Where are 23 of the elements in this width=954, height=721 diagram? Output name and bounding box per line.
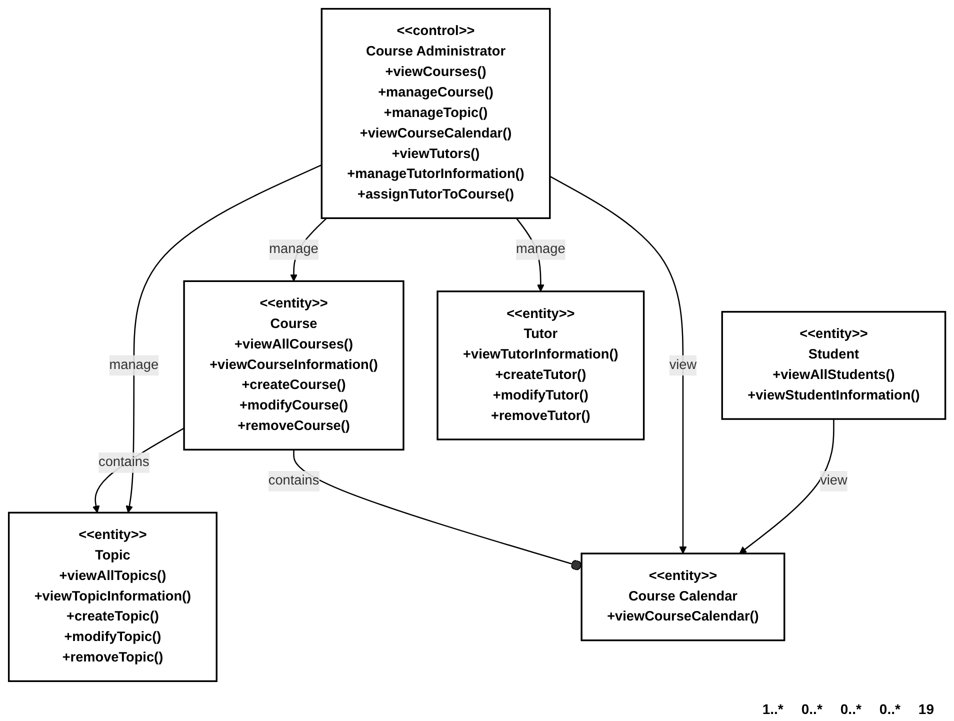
multiplicity-label: 0..* (801, 701, 822, 717)
multiplicity-label: 0..* (879, 701, 900, 717)
edge-label: view (669, 358, 697, 372)
arrow (550, 176, 687, 554)
node-box: <<entity>> Student +viewAllStudents() +viewStudentInformation() (721, 310, 946, 420)
edge-label: contains (98, 454, 150, 470)
arrow (739, 419, 834, 554)
node-box: <<entity>> Course Calendar +viewCourseCalendar() (580, 552, 786, 642)
multiplicity-label: 1..* (762, 701, 784, 717)
arrow (126, 164, 322, 513)
connector (293, 450, 582, 570)
multiplicity-label: 19 (918, 701, 934, 717)
arrow (92, 428, 184, 513)
multiplicity-label: 0..* (840, 701, 862, 717)
edge-label: manage (269, 242, 318, 256)
node-box: <<control>> Course Administrator +viewCourses() +manageCourse() +manageTopic() +viewCourseCalendar() +viewTutors() +manageTutorInformation() +assignTutorToCourse() (320, 8, 551, 220)
edge-label: manage (109, 358, 158, 372)
edge-label: contains (268, 474, 320, 488)
node-box: <<entity>> Tutor +viewTutorInformation() +createTutor() +modifyTutor() +removeTutor() (436, 290, 645, 440)
node-box: <<entity>> Topic +viewAllTopics() +viewTopicInformation() +createTopic() +modifyTopic() +removeTopic() (8, 512, 218, 682)
edge-label: view (820, 474, 848, 488)
edge-label: manage (516, 242, 566, 256)
node-box: <<entity>> Course +viewAllCourses() +viewCourseInformation() +createCourse() +modifyCourse() +removeCourse() (183, 280, 404, 451)
